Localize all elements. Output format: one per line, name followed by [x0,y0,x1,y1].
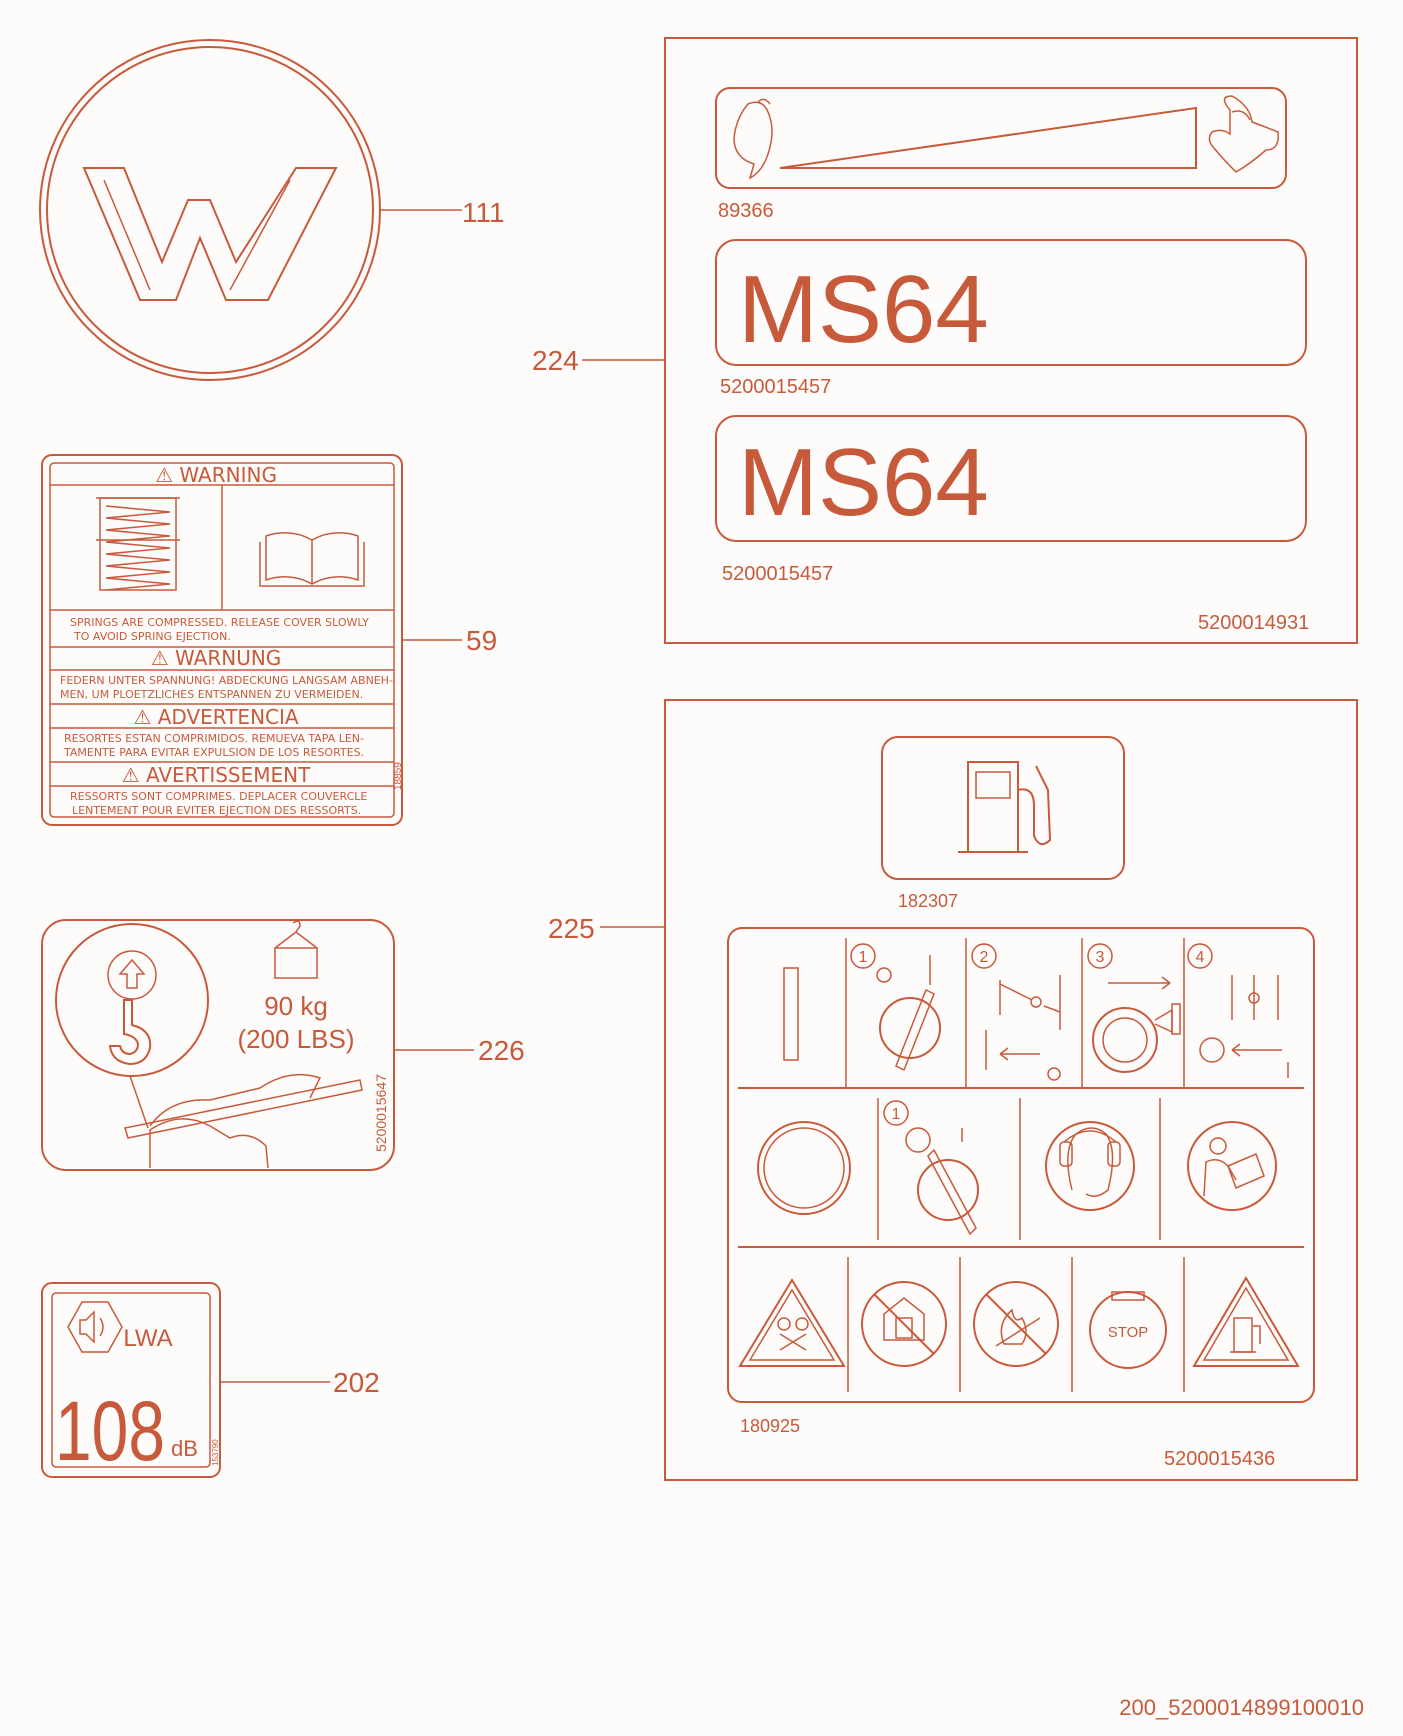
model-decal-2-text: MS64 [738,429,989,536]
fuel-warning-icon [1192,1276,1300,1367]
svg-text:TO AVOID SPRING EJECTION.: TO AVOID SPRING EJECTION. [73,630,231,643]
callout-224: 224 [532,345,579,376]
no-fire-smoking-icon [973,1281,1059,1367]
callout-111: 111 [462,197,505,228]
stop-label: STOP [1108,1324,1149,1341]
warning-inner-border [49,462,395,818]
model-decal-2 [715,415,1307,542]
svg-text:FEDERN UNTER SPANNUNG! ABDECKU: FEDERN UNTER SPANNUNG! ABDECKUNG LANGSAM… [60,674,393,687]
no-indoor-use-icon [861,1281,947,1367]
manual-book-icon [259,532,365,587]
read-manual-icon [1187,1121,1277,1211]
noise-unit: dB [171,1436,198,1461]
warning-heading-fr: ⚠ AVERTISSEMENT [122,763,311,787]
turtle-icon [733,98,773,180]
instruction-set-code: 5200015436 [1164,1448,1275,1470]
fuel-decal [881,736,1125,880]
ignition-switch-icon [879,988,941,1072]
hare-icon [1208,95,1279,173]
starter-rope-icon [757,1121,851,1215]
instruction-decal-set: 182307 1 2 [664,699,1358,1481]
warning-decal-code: 18859 [393,762,404,790]
drawing-code: 200_5200014899100010 [1119,1695,1364,1720]
speaker-hex-icon [67,1301,123,1353]
step-number-1: 1 [859,949,868,966]
lifting-decal: 90 kg (200 LBS) 5200015647 [41,919,395,1171]
pull-starter-icon [1092,1003,1181,1073]
model-decal-1-code: 5200015457 [720,376,831,398]
step-number-1b: 1 [892,1106,901,1123]
fuel-pump-icon [958,761,1052,853]
svg-text:MEN, UM PLOETZLICHES ENTSPANNE: MEN, UM PLOETZLICHES ENTSPANNEN ZU VERME… [60,688,363,701]
instruction-set-frame [664,699,1358,1481]
hook-icon [107,950,157,1066]
model-decal-1 [715,239,1307,366]
w-logo-icon [82,167,338,301]
throttle-lever-icon [1199,975,1289,1078]
logo-outer-ring [39,39,381,381]
spring-icon [96,497,180,591]
lifting-decal-border [41,919,395,1171]
noise-decal-code: 153790 [211,1439,220,1466]
step-number-2: 2 [980,949,989,966]
bystander-warning-icon [738,1278,846,1367]
svg-text:SPRINGS ARE COMPRESSED. RELEAS: SPRINGS ARE COMPRESSED. RELEASE COVER SL… [70,616,369,629]
model-set-frame [664,37,1358,644]
ignition-off-icon [917,1148,979,1236]
noise-inner-border [51,1292,211,1468]
step-number-3: 3 [1096,949,1105,966]
lifting-hook-circle [55,923,209,1077]
weight-lift-icon [274,920,318,979]
model-set-code: 5200014931 [1198,612,1309,634]
logo-inner-ring [46,46,374,374]
callout-226: 226 [478,1035,525,1066]
noise-decal: LWA 108 dB 153790 [41,1282,221,1478]
warning-decal: ⚠ WARNING SPRINGS ARE COMPRESSED. RELEAS… [41,454,404,826]
lifting-weight-lbs: (200 LBS) [237,1024,354,1054]
noise-value: 108 [55,1384,165,1478]
saw-lifting-icon [124,1073,363,1169]
instruction-decal [727,927,1315,1403]
warning-heading-es: ⚠ ADVERTENCIA [133,705,298,729]
choke-lever-icon [985,975,1061,1081]
instruction-decal-code: 180925 [740,1416,800,1436]
warning-heading-de: ⚠ WARNUNG [151,646,282,670]
noise-lwa-label: LWA [123,1325,172,1352]
svg-text:LENTEMENT POUR EVITER EJECTION: LENTEMENT POUR EVITER EJECTION DES RESSO… [72,804,361,817]
speed-decal-code: 89366 [718,200,774,222]
logo-decal [39,39,381,381]
stop-knob-icon: STOP [1089,1291,1167,1369]
ear-protection-icon [1045,1121,1135,1211]
speed-decal [715,87,1287,189]
model-decal-1-text: MS64 [738,256,989,363]
callout-225: 225 [548,913,595,944]
arrow-right-icon [1108,976,1171,990]
svg-text:RESSORTS SONT COMPRIMES. DEPLA: RESSORTS SONT COMPRIMES. DEPLACER COUVER… [70,790,367,803]
lifting-weight-kg: 90 kg [264,991,328,1021]
svg-text:RESORTES ESTAN COMPRIMIDOS. RE: RESORTES ESTAN COMPRIMIDOS. REMUEVA TAPA… [64,732,364,745]
model-decal-set: 89366 MS64 5200015457 MS64 5200015457 52… [664,37,1358,644]
svg-text:TAMENTE PARA EVITAR EXPULSION: TAMENTE PARA EVITAR EXPULSION DE LOS RES… [63,746,364,759]
model-decal-2-code: 5200015457 [722,563,833,585]
warning-heading-en: ⚠ WARNING [155,463,277,487]
callout-59: 59 [466,625,497,656]
speed-wedge [779,106,1197,169]
switch-bar-icon [783,967,799,1061]
noise-outer-border [41,1282,221,1478]
step-number-4: 4 [1196,949,1205,966]
callout-202: 202 [333,1367,380,1398]
lifting-decal-code: 5200015647 [373,1074,389,1152]
fuel-decal-code: 182307 [898,891,958,911]
